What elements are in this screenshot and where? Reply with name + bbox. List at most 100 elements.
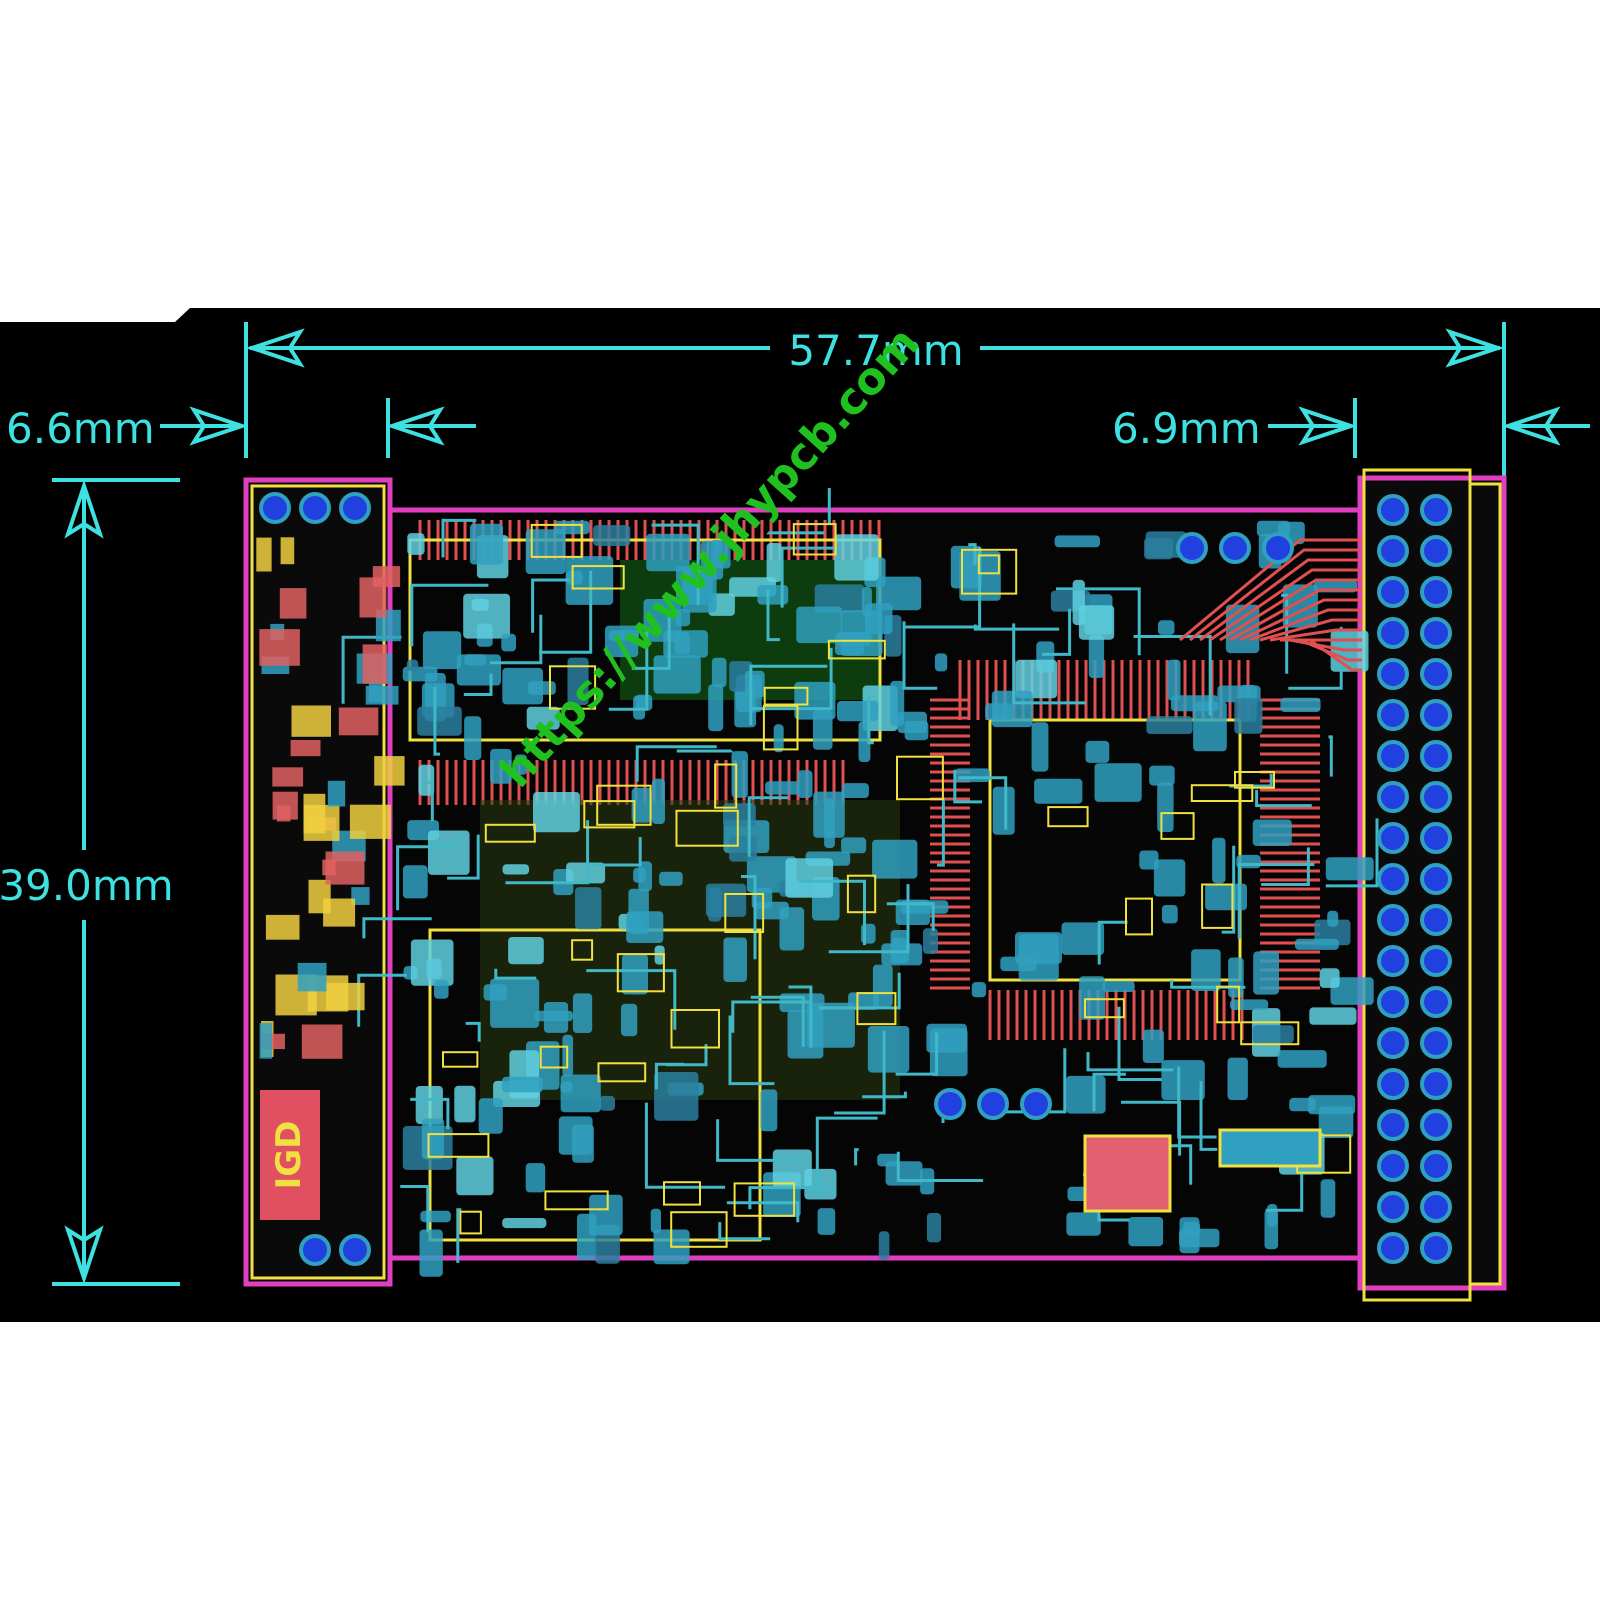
left-component bbox=[298, 963, 327, 992]
component-pad bbox=[1212, 838, 1225, 884]
component-pad bbox=[774, 724, 784, 752]
component-pad bbox=[456, 1156, 493, 1195]
component-pad bbox=[589, 1195, 623, 1236]
pin-header-icon bbox=[1379, 660, 1407, 688]
component-pad bbox=[1143, 1030, 1164, 1063]
left-component bbox=[256, 538, 271, 572]
pin-header-icon bbox=[1422, 1070, 1450, 1098]
component-pad bbox=[1034, 779, 1082, 804]
component-pad bbox=[873, 965, 893, 1007]
component-pad bbox=[1157, 783, 1173, 833]
component-pad bbox=[972, 982, 986, 997]
component-pad bbox=[1253, 820, 1292, 847]
left-component bbox=[323, 899, 355, 927]
pin-header-icon bbox=[1422, 537, 1450, 565]
dim-left-offset: 6.6mm bbox=[6, 404, 155, 453]
component-pad bbox=[1162, 905, 1178, 923]
component-pad bbox=[755, 902, 789, 920]
component-pad bbox=[708, 888, 721, 922]
component-pad bbox=[1191, 949, 1221, 991]
pin-header-icon bbox=[936, 1090, 964, 1118]
left-component bbox=[281, 537, 295, 564]
component-pad bbox=[403, 865, 428, 898]
pin-header-icon bbox=[1264, 534, 1292, 562]
pin-header-icon bbox=[301, 494, 329, 522]
component-pad bbox=[1095, 763, 1142, 802]
component-pad bbox=[621, 1004, 637, 1036]
left-component bbox=[266, 915, 300, 940]
power-pad bbox=[1085, 1136, 1170, 1211]
pin-header-icon bbox=[1379, 619, 1407, 647]
pin-header-icon bbox=[1422, 701, 1450, 729]
left-component bbox=[273, 792, 298, 820]
component-pad bbox=[533, 792, 580, 832]
component-pad bbox=[723, 938, 747, 983]
left-component bbox=[326, 983, 365, 1010]
component-pad bbox=[927, 1213, 941, 1242]
component-pad bbox=[566, 571, 583, 585]
pin-header-icon bbox=[979, 1090, 1007, 1118]
component-pad bbox=[526, 1163, 546, 1192]
pin-header-icon bbox=[1422, 1193, 1450, 1221]
component-pad bbox=[868, 1026, 910, 1073]
pin-header-icon bbox=[1422, 783, 1450, 811]
pin-header-icon bbox=[341, 1236, 369, 1264]
component-pad bbox=[1066, 1212, 1100, 1235]
component-pad bbox=[508, 937, 544, 964]
pin-header-icon bbox=[1422, 865, 1450, 893]
pin-header-icon bbox=[1379, 496, 1407, 524]
component-pad bbox=[573, 993, 592, 1033]
pin-header-icon bbox=[1379, 578, 1407, 606]
component-pad bbox=[1228, 1058, 1248, 1100]
component-pad bbox=[1226, 605, 1259, 654]
component-pad bbox=[745, 671, 765, 698]
component-pad bbox=[423, 631, 461, 669]
component-pad bbox=[544, 1002, 568, 1033]
left-component bbox=[360, 577, 387, 617]
component-pad bbox=[1168, 660, 1181, 701]
component-pad bbox=[407, 533, 424, 555]
pin-header-icon bbox=[1379, 1152, 1407, 1180]
component-pad bbox=[1205, 884, 1247, 911]
component-pad bbox=[503, 864, 530, 874]
pin-header-icon bbox=[1422, 906, 1450, 934]
pin-header-icon bbox=[1379, 1070, 1407, 1098]
pin-header-icon bbox=[1379, 1029, 1407, 1057]
pin-header-icon bbox=[1422, 496, 1450, 524]
component-pad bbox=[1220, 1130, 1320, 1166]
component-pad bbox=[633, 868, 646, 883]
component-pad bbox=[411, 940, 454, 986]
pin-header-icon bbox=[1422, 824, 1450, 852]
component-pad bbox=[1309, 1007, 1356, 1024]
component-pad bbox=[767, 543, 782, 582]
component-pad bbox=[732, 751, 748, 798]
component-pad bbox=[651, 1209, 661, 1233]
component-pad bbox=[712, 658, 727, 688]
component-pad bbox=[1278, 1050, 1327, 1068]
component-pad bbox=[1265, 1210, 1279, 1250]
component-pad bbox=[502, 1218, 546, 1228]
pin-header-icon bbox=[1379, 701, 1407, 729]
component-pad bbox=[834, 534, 878, 580]
component-pad bbox=[1280, 698, 1320, 712]
left-component bbox=[292, 706, 332, 737]
component-pad bbox=[1158, 620, 1175, 635]
pin-header-icon bbox=[1379, 537, 1407, 565]
cyan-trace bbox=[829, 488, 830, 524]
component-pad bbox=[600, 1096, 615, 1111]
pin-header-icon bbox=[1422, 1111, 1450, 1139]
component-pad bbox=[804, 1169, 836, 1200]
left-component bbox=[322, 860, 335, 876]
component-pad bbox=[818, 1208, 836, 1235]
component-pad bbox=[501, 634, 516, 652]
dim-height: 39.0mm bbox=[0, 861, 174, 910]
component-pad bbox=[652, 779, 665, 824]
component-pad bbox=[765, 781, 800, 794]
component-pad bbox=[879, 1231, 890, 1259]
component-pad bbox=[628, 889, 649, 934]
component-pad bbox=[1000, 957, 1036, 972]
pin-header-icon bbox=[1379, 1193, 1407, 1221]
component-pad bbox=[1253, 1025, 1294, 1043]
